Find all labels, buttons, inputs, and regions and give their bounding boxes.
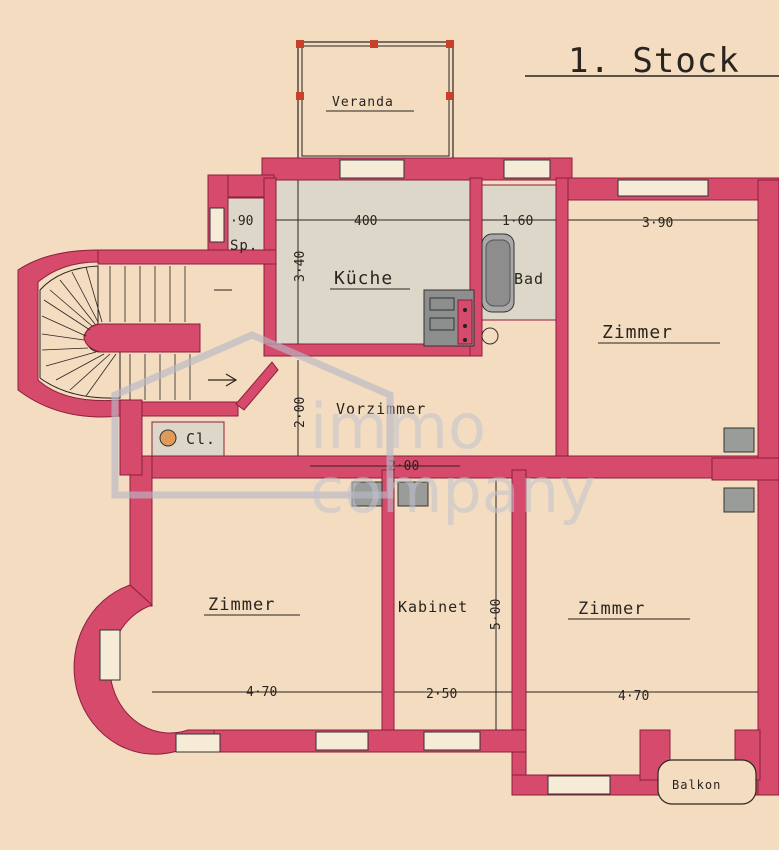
dim-vorzimmer-depth: 2·00 xyxy=(293,397,308,428)
kabinet-label: Kabinet xyxy=(398,598,468,616)
kueche-label: Küche xyxy=(334,268,393,289)
sp-label: Sp. xyxy=(230,238,258,254)
dim-zimmer-sw-width: 4·70 xyxy=(246,685,277,700)
cl-label: Cl. xyxy=(186,430,216,448)
veranda-label: Veranda xyxy=(332,95,394,110)
bad-label: Bad xyxy=(514,270,544,288)
windows xyxy=(99,159,709,795)
staircase xyxy=(17,249,279,418)
watermark: immo company xyxy=(111,331,596,527)
zimmer-ne-label: Zimmer xyxy=(602,322,673,343)
kitchen-stove xyxy=(423,289,475,347)
bathtub xyxy=(481,233,515,345)
watermark-line1: immo xyxy=(310,390,486,463)
zimmer-se-label: Zimmer xyxy=(578,599,645,619)
vorzimmer-label: Vorzimmer xyxy=(336,400,426,418)
dim-kueche-width: 400 xyxy=(354,214,377,229)
dim-kueche-depth: 3·40 xyxy=(293,251,308,282)
dim-kabinet-depth: 5·00 xyxy=(489,599,504,630)
dimension-lines xyxy=(152,180,758,730)
balkon: Balkon xyxy=(657,759,757,805)
dim-bad-width: 1·60 xyxy=(502,214,533,229)
zimmer-sw-label: Zimmer xyxy=(208,595,275,615)
plan-title: 1. Stock xyxy=(568,41,740,81)
balkon-label: Balkon xyxy=(672,778,721,792)
veranda: Veranda xyxy=(296,40,454,161)
watermark-line2: company xyxy=(310,454,596,527)
bay-window xyxy=(73,584,215,755)
dim-kabinet-width: 2·50 xyxy=(426,687,457,702)
dim-corridor-width: 2·00 xyxy=(388,459,419,474)
dim-zimmer-se-width: 4·70 xyxy=(618,689,649,704)
dim-zimmer-ne-width: 3·90 xyxy=(642,216,673,231)
dim-sp-width: ·90 xyxy=(230,214,253,229)
